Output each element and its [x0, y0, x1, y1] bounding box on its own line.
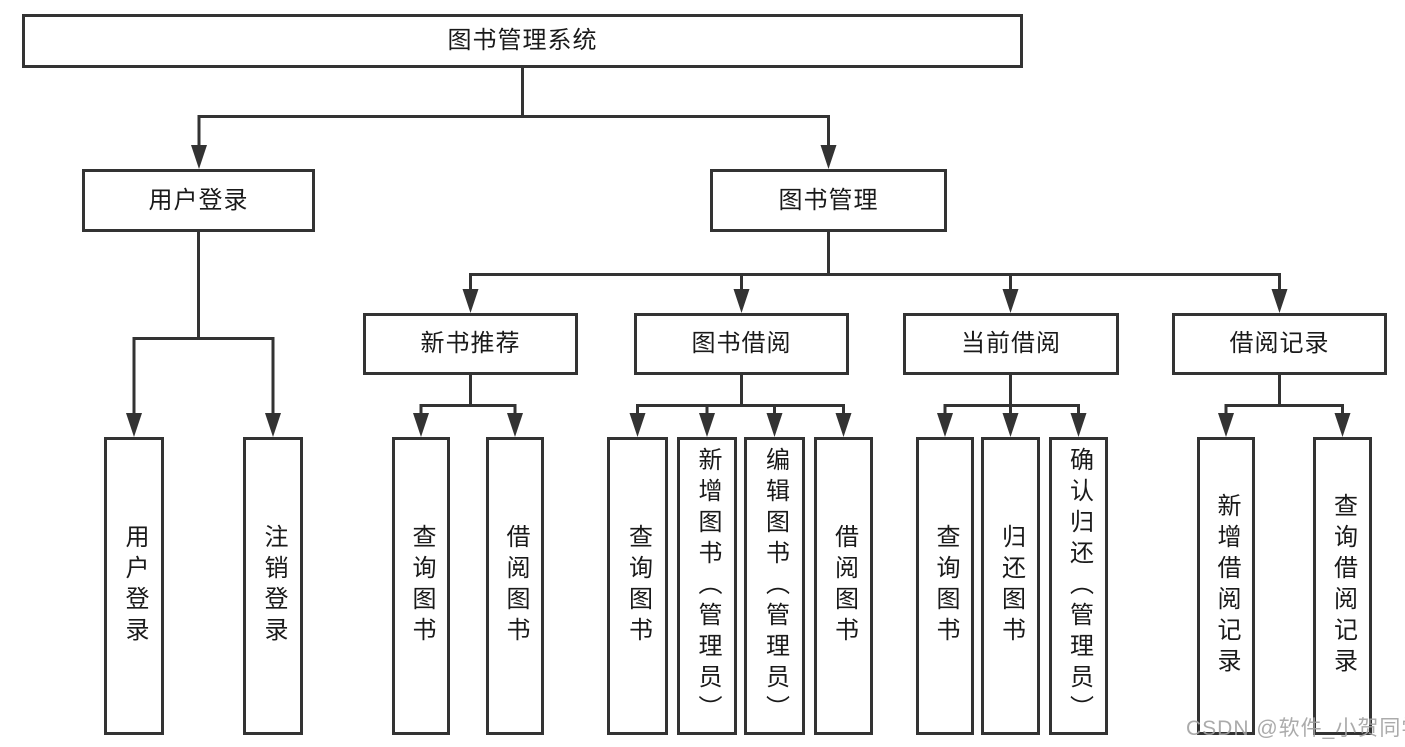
leaf-add-book-admin: 新增图书（管理员） — [677, 437, 737, 735]
leaf-user-login-label: 用户登录 — [121, 524, 148, 648]
leaf-confirm-return-admin-label: 确认归还（管理员） — [1065, 446, 1093, 726]
leaf-logout: 注销登录 — [243, 437, 303, 735]
node-root: 图书管理系统 — [22, 14, 1023, 68]
leaf-add-borrow-record-label: 新增借阅记录 — [1213, 493, 1240, 679]
node-book-borrowing: 图书借阅 — [634, 313, 849, 375]
leaf-search-books-recommend-label: 查询图书 — [408, 524, 435, 648]
node-book-management: 图书管理 — [710, 169, 947, 232]
leaf-search-books-current-label: 查询图书 — [932, 524, 959, 648]
leaf-user-login: 用户登录 — [104, 437, 164, 735]
node-current-borrowing-label: 当前借阅 — [961, 330, 1061, 357]
node-user-login: 用户登录 — [82, 169, 315, 232]
leaf-edit-book-admin-label: 编辑图书（管理员） — [761, 446, 789, 726]
node-user-login-label: 用户登录 — [148, 186, 249, 214]
leaf-return-book-label: 归还图书 — [997, 524, 1025, 648]
node-new-book-recommend-label: 新书推荐 — [420, 330, 521, 357]
node-borrow-records-label: 借阅记录 — [1229, 330, 1330, 357]
leaf-borrow-books-recommend: 借阅图书 — [486, 437, 544, 735]
leaf-borrow-books-recommend-label: 借阅图书 — [502, 524, 529, 648]
leaf-search-books-borrowing: 查询图书 — [607, 437, 668, 735]
leaf-borrow-books-borrowing-label: 借阅图书 — [830, 524, 858, 648]
node-root-label: 图书管理系统 — [447, 27, 598, 54]
leaf-logout-label: 注销登录 — [260, 524, 287, 648]
leaf-search-books-recommend: 查询图书 — [392, 437, 450, 735]
leaf-add-book-admin-label: 新增图书（管理员） — [694, 446, 721, 726]
leaf-add-borrow-record: 新增借阅记录 — [1197, 437, 1255, 735]
node-book-borrowing-label: 图书借阅 — [691, 330, 792, 357]
node-borrow-records: 借阅记录 — [1172, 313, 1387, 375]
node-book-management-label: 图书管理 — [778, 186, 879, 214]
leaf-search-borrow-record-label: 查询借阅记录 — [1329, 493, 1357, 679]
node-new-book-recommend: 新书推荐 — [363, 313, 578, 375]
leaf-search-books-borrowing-label: 查询图书 — [624, 524, 652, 648]
leaf-edit-book-admin: 编辑图书（管理员） — [744, 437, 805, 735]
leaf-search-borrow-record: 查询借阅记录 — [1313, 437, 1372, 735]
leaf-return-book: 归还图书 — [981, 437, 1040, 735]
csdn-watermark: CSDN @软件_小贺同学 — [1186, 717, 1405, 740]
node-current-borrowing: 当前借阅 — [903, 313, 1119, 375]
leaf-borrow-books-borrowing: 借阅图书 — [814, 437, 873, 735]
leaf-confirm-return-admin: 确认归还（管理员） — [1049, 437, 1108, 735]
leaf-search-books-current: 查询图书 — [916, 437, 974, 735]
